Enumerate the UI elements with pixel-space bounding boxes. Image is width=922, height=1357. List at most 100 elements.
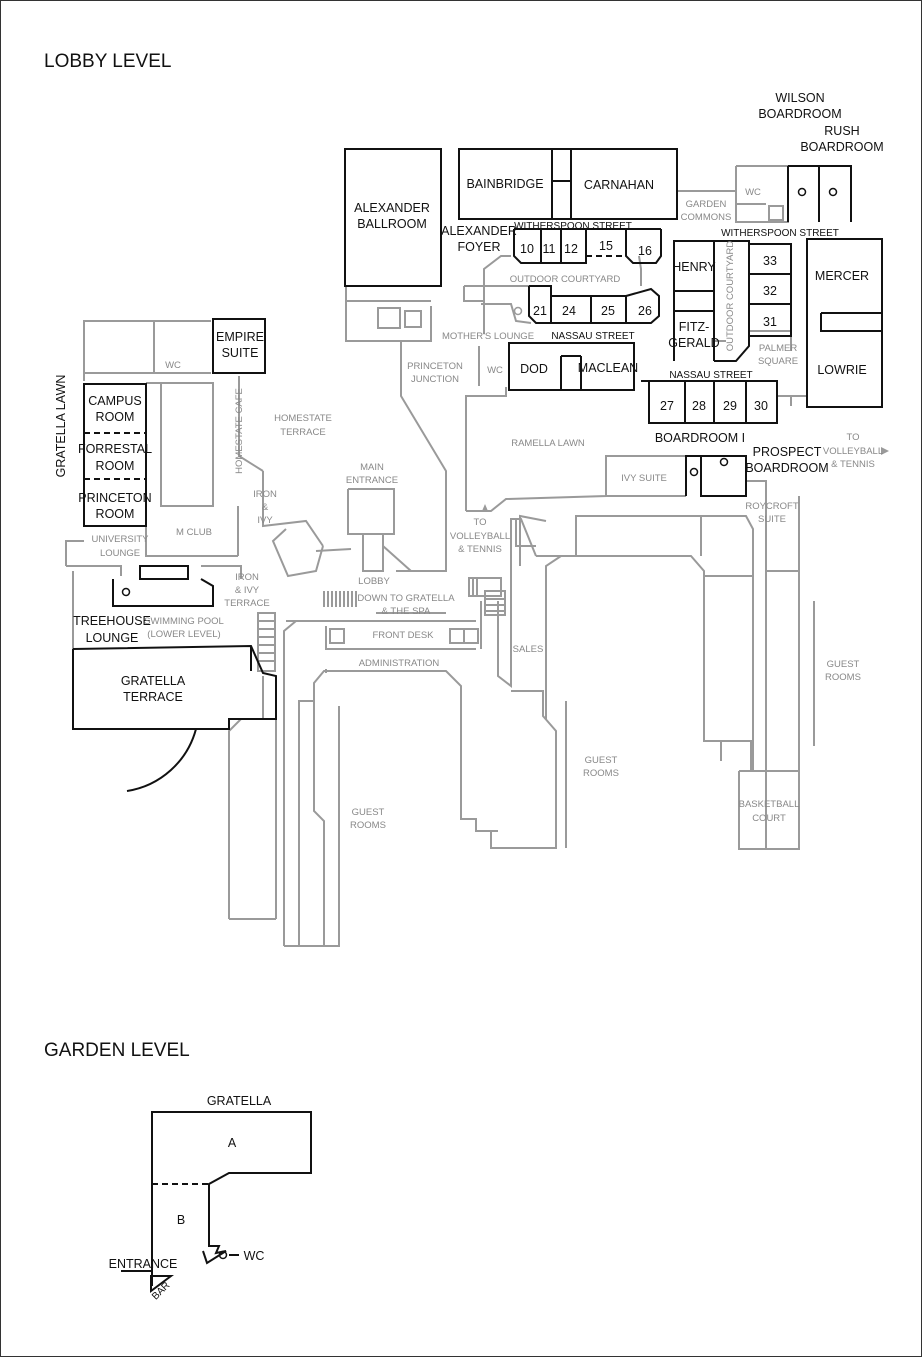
garden-entrance: ENTRANCE — [109, 1257, 178, 1271]
room-lowrie: LOWRIE — [817, 363, 866, 377]
room-labels: ALEXANDER BALLROOM BAINBRIDGE CARNAHAN A… — [54, 91, 884, 704]
room-maclean: MACLEAN — [578, 361, 638, 375]
area-palmer-square-l1: PALMER — [759, 343, 798, 354]
area-to-volleyball-c-l3: & TENNIS — [458, 544, 502, 555]
room-princeton-l1: PRINCETON — [78, 491, 151, 505]
area-down-to-gratella-l2: & THE SPA — [382, 606, 431, 617]
garden-level-plan: GRATELLA A B ENTRANCE BAR WC — [109, 1094, 312, 1302]
room-number: 30 — [754, 399, 768, 413]
area-guest-rooms-l2: ROOMS — [350, 820, 386, 831]
garden-gratella: GRATELLA — [207, 1094, 272, 1108]
area-homestate-cafe: HOMESTATE CAFE — [234, 388, 245, 474]
garden-area-b: B — [177, 1213, 185, 1227]
room-gratella-terrace-l1: GRATELLA — [121, 674, 186, 688]
area-wc: WC — [745, 187, 761, 198]
area-iron-ivy-l3: IVY — [257, 515, 273, 526]
primary-rooms — [72, 148, 883, 792]
area-to-volleyball-c-l1: TO — [473, 517, 486, 528]
street-witherspoon-1: WITHERSPOON STREET — [514, 221, 632, 232]
stairs-west — [257, 612, 276, 672]
room-number: 10 — [520, 242, 534, 256]
area-palmer-square-l2: SQUARE — [758, 356, 798, 367]
area-homestate-terrace-l2: TERRACE — [280, 427, 325, 438]
room-number: 32 — [763, 284, 777, 298]
room-alexander-ballroom-l2: BALLROOM — [357, 217, 426, 231]
room-treehouse-lounge-l2: LOUNGE — [86, 631, 139, 645]
area-university-lounge-l1: UNIVERSITY — [91, 534, 149, 545]
room-dod: DOD — [520, 362, 548, 376]
area-to-volleyball-r-l1: TO — [846, 432, 859, 443]
area-wc: WC — [487, 365, 503, 376]
area-iron-ivy-terrace-l3: TERRACE — [224, 598, 269, 609]
secondary-structure — [65, 165, 815, 947]
area-main-entrance-l2: ENTRANCE — [346, 475, 398, 486]
room-alexander-foyer-l1: ALEXANDER — [441, 224, 517, 238]
area-iron-ivy-l1: IRON — [253, 489, 277, 500]
garden-area-a: A — [228, 1136, 237, 1150]
room-campus-l1: CAMPUS — [88, 394, 141, 408]
room-wilson-boardroom-l1: WILSON — [775, 91, 824, 105]
room-number: 24 — [562, 304, 576, 318]
room-forrestal-l1: FORRESTAL — [78, 442, 152, 456]
area-outdoor-courtyard: OUTDOOR COURTYARD — [510, 274, 621, 285]
area-swimming-pool-l2: (LOWER LEVEL) — [147, 629, 220, 640]
room-number: 16 — [638, 244, 652, 258]
room-empire-suite-l2: SUITE — [222, 346, 259, 360]
room-prospect-boardroom-l2: BOARDROOM — [745, 461, 828, 475]
room-campus-l2: ROOM — [96, 410, 135, 424]
area-roycroft-suite-l1: ROYCROFT — [745, 501, 799, 512]
area-roycroft-suite-l2: SUITE — [758, 514, 786, 525]
area-mothers-lounge: MOTHER'S LOUNGE — [442, 331, 534, 342]
room-boardroom-i: BOARDROOM I — [655, 431, 745, 445]
room-forrestal-l2: ROOM — [96, 459, 135, 473]
area-to-volleyball-c-l2: VOLLEYBALL — [450, 531, 510, 542]
area-guest-rooms-l1: GUEST — [827, 659, 860, 670]
arrow-right-icon — [881, 447, 889, 455]
room-number: 31 — [763, 315, 777, 329]
area-main-entrance-l1: MAIN — [360, 462, 384, 473]
area-guest-rooms-l2: ROOMS — [825, 672, 861, 683]
area-iron-ivy-terrace-l2: & IVY — [235, 585, 260, 596]
room-fitzgerald-l1: FITZ- — [679, 320, 710, 334]
room-alexander-ballroom-l1: ALEXANDER — [354, 201, 430, 215]
room-wilson-boardroom-l2: BOARDROOM — [758, 107, 841, 121]
area-down-to-gratella-l1: DOWN TO GRATELLA — [357, 593, 455, 604]
garden-wc: WC — [244, 1249, 265, 1263]
room-number: 21 — [533, 304, 547, 318]
room-treehouse-lounge-l1: TREEHOUSE — [73, 614, 151, 628]
room-mercer: MERCER — [815, 269, 869, 283]
meeting-room-numbers: 10 11 12 15 16 21 24 25 26 27 28 29 30 3… — [520, 239, 777, 413]
area-to-volleyball-r-l2: VOLLEYBALL — [823, 446, 883, 457]
area-to-volleyball-r-l3: & TENNIS — [831, 459, 875, 470]
area-princeton-junction-l2: JUNCTION — [411, 374, 459, 385]
area-swimming-pool-l1: SWIMMING POOL — [144, 616, 224, 627]
lobby-stairs — [323, 591, 357, 607]
room-number: 29 — [723, 399, 737, 413]
area-administration: ADMINISTRATION — [359, 658, 440, 669]
room-number: 28 — [692, 399, 706, 413]
room-rush-boardroom-l1: RUSH — [824, 124, 859, 138]
street-nassau-2: NASSAU STREET — [669, 370, 752, 381]
room-alexander-foyer-l2: FOYER — [457, 240, 500, 254]
label-gratella-lawn: GRATELLA LAWN — [54, 375, 68, 478]
area-garden-commons-l2: COMMONS — [681, 212, 732, 223]
area-ramella-lawn: RAMELLA LAWN — [511, 438, 585, 449]
garden-level-title: GARDEN LEVEL — [44, 1040, 190, 1061]
room-number: 25 — [601, 304, 615, 318]
area-iron-ivy-terrace-l1: IRON — [235, 572, 259, 583]
area-sales: SALES — [513, 644, 544, 655]
area-basketball-court-l1: BASKETBALL — [739, 799, 800, 810]
room-bainbridge: BAINBRIDGE — [466, 177, 543, 191]
room-prospect-boardroom-l1: PROSPECT — [753, 445, 822, 459]
area-princeton-junction-l1: PRINCETON — [407, 361, 463, 372]
area-ivy-suite: IVY SUITE — [621, 473, 667, 484]
area-wc: WC — [165, 360, 181, 371]
garden-bar: BAR — [150, 1280, 172, 1302]
area-garden-commons-l1: GARDEN — [686, 199, 727, 210]
area-iron-ivy-l2: & — [262, 502, 269, 513]
room-rush-boardroom-l2: BOARDROOM — [800, 140, 883, 154]
room-carnahan: CARNAHAN — [584, 178, 654, 192]
room-fitzgerald-l2: GERALD — [668, 336, 719, 350]
